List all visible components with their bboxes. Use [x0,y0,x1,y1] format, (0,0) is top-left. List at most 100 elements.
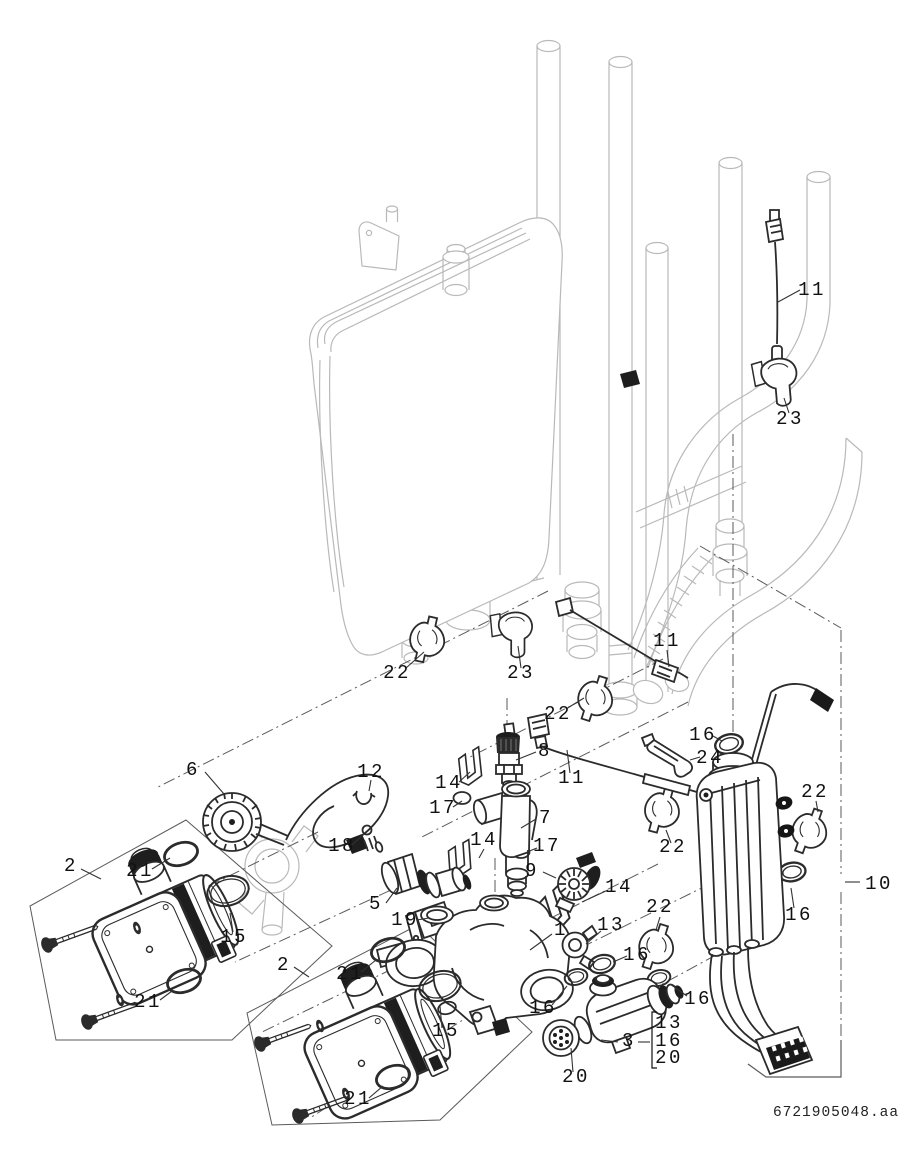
part-manifold-1 [375,894,574,1036]
leader-line [229,912,234,933]
callout-label-20: 20 [655,1047,683,1069]
leader-line [151,857,171,870]
callout-label-23: 23 [776,408,804,430]
callout-label-23: 23 [507,662,535,684]
callout-label-21: 21 [336,963,364,985]
leader-line [517,645,522,669]
leader-line [520,818,537,829]
leader-line [565,697,585,710]
callout-label-10: 10 [865,873,893,895]
callout-label-13: 13 [597,914,625,936]
callout-label-16: 16 [684,988,712,1010]
leader-lines [80,289,860,1099]
leader-line [551,985,568,1006]
callout-label-24: 24 [696,747,724,769]
part-clip-12 [352,790,376,805]
callout-label-22: 22 [659,836,687,858]
leader-line [159,990,173,1001]
callout-label-18: 18 [328,835,356,857]
leader-line [581,889,609,903]
leader-line [416,917,430,921]
part10-bracket-line [747,1040,842,1078]
leader-line [570,1047,574,1073]
callout-label-21: 21 [126,860,154,882]
leader-line [80,868,102,880]
leader-line [669,983,688,997]
leader-line [790,887,795,909]
callout-label-16: 16 [529,997,557,1019]
part-sensor-8 [495,722,523,788]
leader-line [458,771,471,783]
leader-line [526,847,538,853]
dashdot-line [234,871,431,963]
leader-line [689,756,701,761]
callout-label-6: 6 [186,759,200,781]
drawing-number: 6721905048.aa [773,1105,899,1121]
callout-label-16: 16 [785,904,813,926]
callout-bracket [651,1011,657,1069]
dashdot-line [157,590,549,788]
leader-line [612,955,628,963]
callout-label-2: 2 [277,954,291,976]
part-fitting-5 [380,852,472,899]
part-connector-20 [542,1019,580,1057]
callout-label-16: 16 [689,724,717,746]
part-actuator-9 [554,852,601,914]
callout-label-22: 22 [801,781,829,803]
ghost-assembly [237,39,863,936]
ghost-heat-exchanger [308,205,563,656]
callout-label-11: 11 [653,630,681,652]
part-cap-6 [202,773,390,854]
leader-line [666,649,670,668]
leader-line [783,397,790,414]
leader-line [204,771,225,795]
callout-label-20: 20 [562,1066,590,1088]
callout-label-8: 8 [538,740,552,762]
callout-label-21: 21 [344,1088,372,1110]
callout-label-5: 5 [369,893,383,915]
callout-label-14: 14 [435,772,463,794]
part-valve-3 [542,974,684,1057]
callout-label-14: 14 [470,829,498,851]
leader-line [405,651,425,669]
leader-line [655,916,661,931]
callout-label-17: 17 [429,797,457,819]
callout-label-22: 22 [544,703,572,725]
callout-label-14: 14 [605,876,633,898]
callout-label-16: 16 [623,944,651,966]
leader-line [600,1039,619,1043]
leader-line [385,887,398,904]
leader-line [815,800,819,813]
pump-box-left [29,819,333,1041]
part-harness-24 [640,732,693,778]
callout-label-19: 19 [391,909,419,931]
callout-label-13: 13 [655,1012,683,1034]
callout-label-1: 1 [554,919,568,941]
leader-line [566,749,571,774]
leader-line [293,966,310,978]
part-probe-11-low [526,712,701,797]
bracket-line [651,1011,657,1069]
leader-line [360,959,377,973]
ghost-vent-fitting [385,205,470,297]
leader-line [665,829,672,844]
callout-label-3: 3 [622,1030,636,1052]
leader-line [452,800,463,808]
leader-line [439,1005,443,1029]
callout-label-16: 16 [655,1030,683,1052]
callout-label-11: 11 [558,767,586,789]
callout-label-22: 22 [383,662,411,684]
leader-line [351,833,365,846]
leader-line [529,933,553,951]
leader-line [368,779,372,792]
leader-line [542,871,557,879]
callout-label-11: 11 [798,279,826,301]
callout-label-15: 15 [432,1020,460,1042]
callout-label-15: 15 [220,926,248,948]
parts-layer [39,209,834,1126]
callout-label-17: 17 [533,835,561,857]
part-elbow-7 [472,780,538,897]
